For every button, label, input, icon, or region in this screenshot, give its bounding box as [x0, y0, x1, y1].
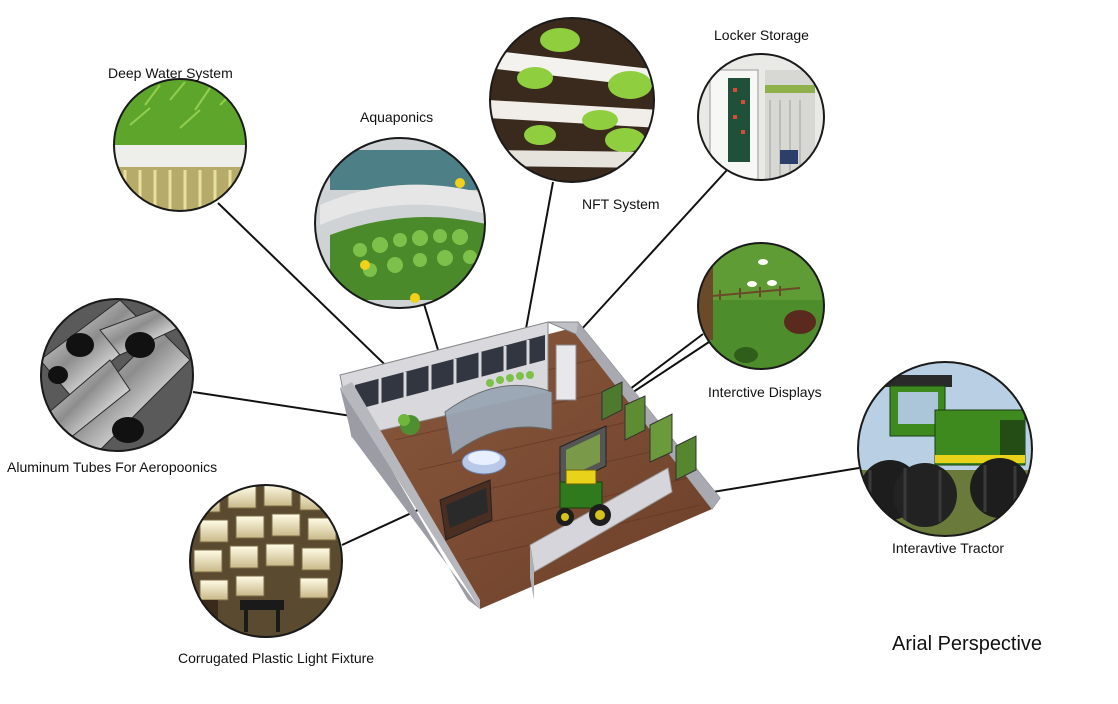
- aquaponics-curve: [444, 384, 553, 456]
- label-interactive-displays: Interctive Displays: [708, 384, 822, 400]
- tractor-model: [556, 469, 611, 526]
- label-aquaponics: Aquaponics: [360, 109, 434, 125]
- room-model: [339, 321, 721, 609]
- tractor-image: [858, 362, 1032, 536]
- locker-image: [698, 54, 824, 180]
- aluminum-image: [41, 299, 193, 451]
- label-aluminum-tubes: Aluminum Tubes For Aeropoonics: [7, 459, 218, 475]
- label-deep-water-system: Deep Water System: [108, 65, 233, 81]
- nft-image: [490, 18, 654, 182]
- deep-water-image: [114, 79, 246, 211]
- label-nft-system: NFT System: [582, 196, 660, 212]
- aquaponics-image: [315, 138, 485, 308]
- label-interactive-tractor: Interavtive Tractor: [892, 540, 1005, 556]
- wall-displays: [601, 381, 697, 481]
- page-title: Arial Perspective: [892, 633, 1043, 655]
- light-fixture-image: [190, 485, 342, 637]
- label-locker-storage: Locker Storage: [714, 27, 809, 43]
- displays-image: [698, 243, 824, 369]
- label-light-fixture: Corrugated Plastic Light Fixture: [178, 650, 375, 666]
